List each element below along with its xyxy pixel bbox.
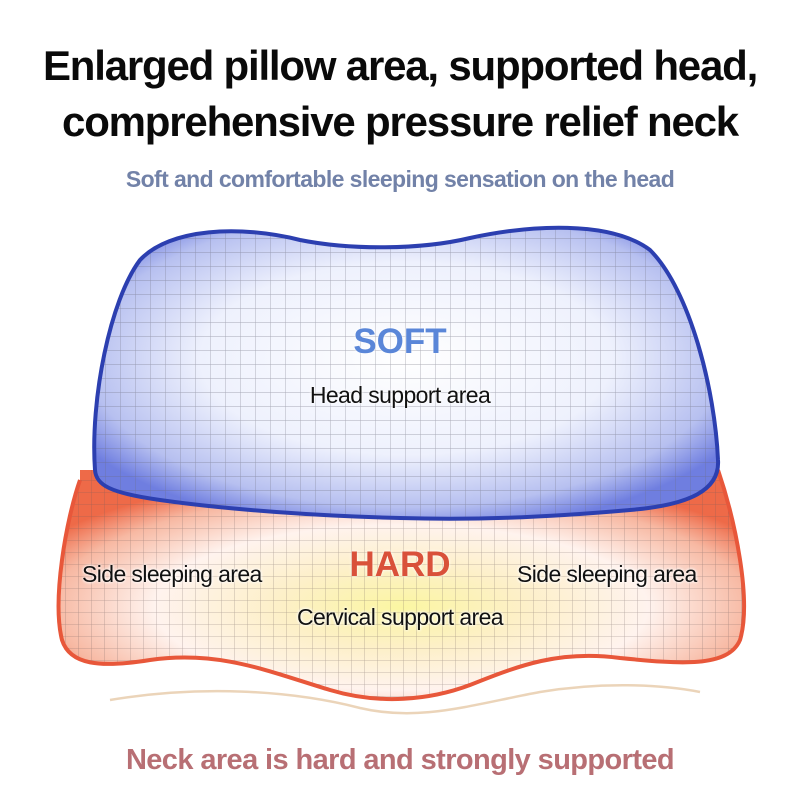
head-support-label: Head support area	[309, 382, 491, 408]
footer-caption: Neck area is hard and strongly supported	[125, 744, 675, 776]
soft-zone-shape	[92, 225, 721, 521]
side-sleeping-label-right: Side sleeping area	[517, 561, 697, 587]
cervical-support-label: Cervical support area	[296, 604, 504, 630]
subtitle: Soft and comfortable sleeping sensation …	[125, 166, 675, 192]
headline-line-1: Enlarged pillow area, supported head,	[42, 42, 758, 89]
soft-label: SOFT	[353, 322, 447, 361]
side-sleeping-label-left: Side sleeping area	[82, 561, 262, 587]
headline-line-2: comprehensive pressure relief neck	[62, 98, 739, 145]
hard-label: HARD	[349, 545, 451, 584]
base-shadow-line	[109, 683, 701, 715]
